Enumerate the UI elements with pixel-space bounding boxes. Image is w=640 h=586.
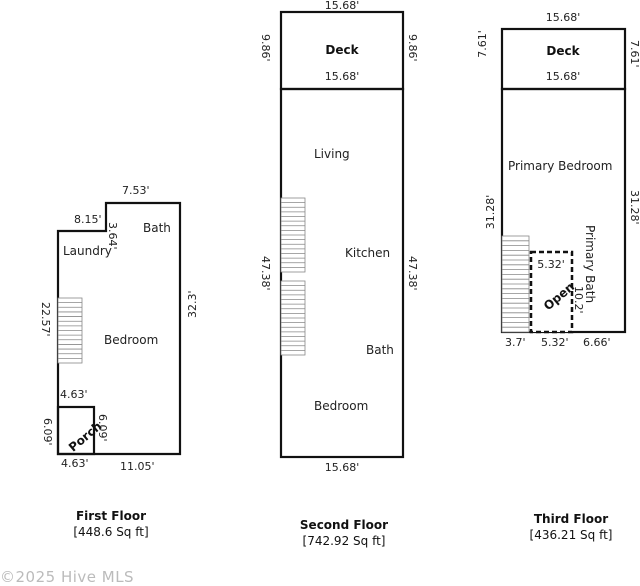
dim-second-right: 47.38' [406, 256, 419, 291]
floor-title: First Floor [75, 509, 146, 523]
dim-first-right: 32.3' [186, 290, 199, 318]
room-label-laundry: Laundry [63, 244, 112, 258]
floor-title: Second Floor [299, 518, 389, 532]
dim-first-notch-v: 3.64' [106, 222, 119, 250]
dim-open-right: 10.2' [572, 286, 585, 314]
first-floor-stairs [57, 297, 83, 364]
dim-porch-left: 6.09' [41, 418, 54, 446]
room-label-bath: Bath [366, 343, 394, 357]
dim-third-deck-top: 15.68' [546, 11, 581, 24]
dim-second-deck-top: 15.68' [325, 0, 360, 12]
second-floor-plan: Deck Living Kitchen Bath Bedroom 15.68' … [259, 0, 419, 474]
dim-second-deck-right: 9.86' [406, 34, 419, 62]
room-label-bedroom: Bedroom [104, 333, 158, 347]
room-label-primary-bath: Primary Bath [583, 225, 597, 303]
floor-area: [742.92 Sq ft] [302, 534, 386, 548]
dim-third-right: 31.28' [628, 190, 640, 225]
dim-first-bottom: 11.05' [120, 460, 155, 473]
dim-second-deck-bottom: 15.68' [325, 70, 360, 83]
second-floor-stairs [280, 197, 306, 356]
dim-third-deck-left: 7.61' [476, 30, 489, 58]
dim-porch-right: 6.09' [96, 414, 109, 442]
dim-third-left: 31.28' [484, 195, 497, 230]
dim-third-deck-right: 7.61' [628, 40, 640, 68]
room-label-kitchen: Kitchen [345, 246, 390, 260]
watermark: ©2025 Hive MLS [0, 568, 135, 586]
third-floor-caption: Third Floor [436.21 Sq ft] [501, 512, 640, 542]
dim-second-left: 47.38' [259, 256, 272, 291]
dim-first-top: 7.53' [122, 184, 150, 197]
dim-third-bottom-left: 3.7' [505, 336, 526, 349]
dim-porch-top: 4.63' [60, 388, 88, 401]
dim-third-bottom-right: 6.66' [583, 336, 611, 349]
second-floor-caption: Second Floor [742.92 Sq ft] [274, 518, 414, 548]
room-label-deck: Deck [546, 44, 580, 58]
room-label-primary-bedroom: Primary Bedroom [508, 159, 612, 173]
dim-porch-bottom: 4.63' [61, 457, 89, 470]
first-floor-caption: First Floor [448.6 Sq ft] [41, 509, 181, 539]
first-floor-plan: Laundry Bath Bedroom Porch 7.53' 8.15' 3… [39, 184, 199, 473]
room-label-bedroom: Bedroom [314, 399, 368, 413]
room-label-bath: Bath [143, 221, 171, 235]
dim-third-bottom-mid: 5.32' [541, 336, 569, 349]
floor-title: Third Floor [533, 512, 609, 526]
porch-outline [56, 405, 96, 456]
dim-second-deck-left: 9.86' [259, 34, 272, 62]
floor-area: [436.21 Sq ft] [529, 528, 613, 542]
second-floor-outline [279, 87, 405, 459]
dim-third-deck-bottom: 15.68' [546, 70, 581, 83]
third-floor-plan: Deck Primary Bedroom Primary Bath Open 1… [476, 11, 640, 349]
dim-first-notch-h: 8.15' [74, 213, 102, 226]
dim-first-left: 22.57' [39, 302, 52, 337]
dim-second-bottom: 15.68' [325, 461, 360, 474]
open-area-outline [529, 250, 574, 334]
room-label-deck: Deck [325, 43, 359, 57]
floor-area: [448.6 Sq ft] [73, 525, 149, 539]
dim-open-top: 5.32' [537, 258, 565, 271]
third-floor-stairs [501, 235, 530, 333]
room-label-living: Living [314, 147, 350, 161]
